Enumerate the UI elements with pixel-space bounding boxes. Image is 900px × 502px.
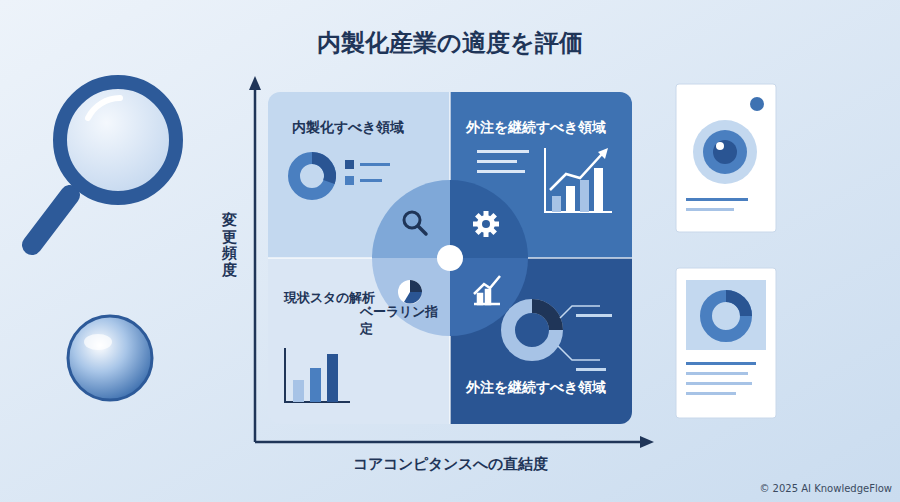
sphere-icon	[68, 316, 152, 400]
magnifier-icon	[32, 82, 176, 245]
diagram-title: 内製化産業の適度を評価	[0, 28, 900, 59]
region-label: ベーラリン指定	[360, 304, 440, 338]
document-icon	[676, 84, 776, 232]
bar-chart-icon	[477, 148, 612, 212]
donut-chart-icon	[508, 306, 612, 371]
quadrant-region: 現状スタの解析ベーラリン指定	[268, 258, 450, 424]
quadrant-region: 外注を継続すべき領域	[450, 258, 632, 424]
bar-chart-icon	[285, 348, 350, 402]
quadrant-region: 内製化すべき領域	[268, 92, 450, 258]
donut-chart-icon	[294, 158, 390, 194]
copyright-note: © 2025 AI KnowledgeFlow	[700, 482, 892, 495]
axis-label: コアコンピタンスへの直結度	[250, 455, 650, 475]
axis-arrows	[249, 76, 654, 448]
region-label: 外注を継続すべき領域	[466, 118, 626, 136]
region-label: 外注を継続すべき領域	[466, 378, 626, 396]
region-label: 内製化すべき領域	[292, 118, 442, 136]
matrix-quadrants	[268, 92, 632, 424]
document-icon	[676, 268, 776, 418]
axis-label: 変更頻度	[222, 212, 237, 278]
quadrant-region: 外注を継続すべき領域	[450, 92, 632, 258]
